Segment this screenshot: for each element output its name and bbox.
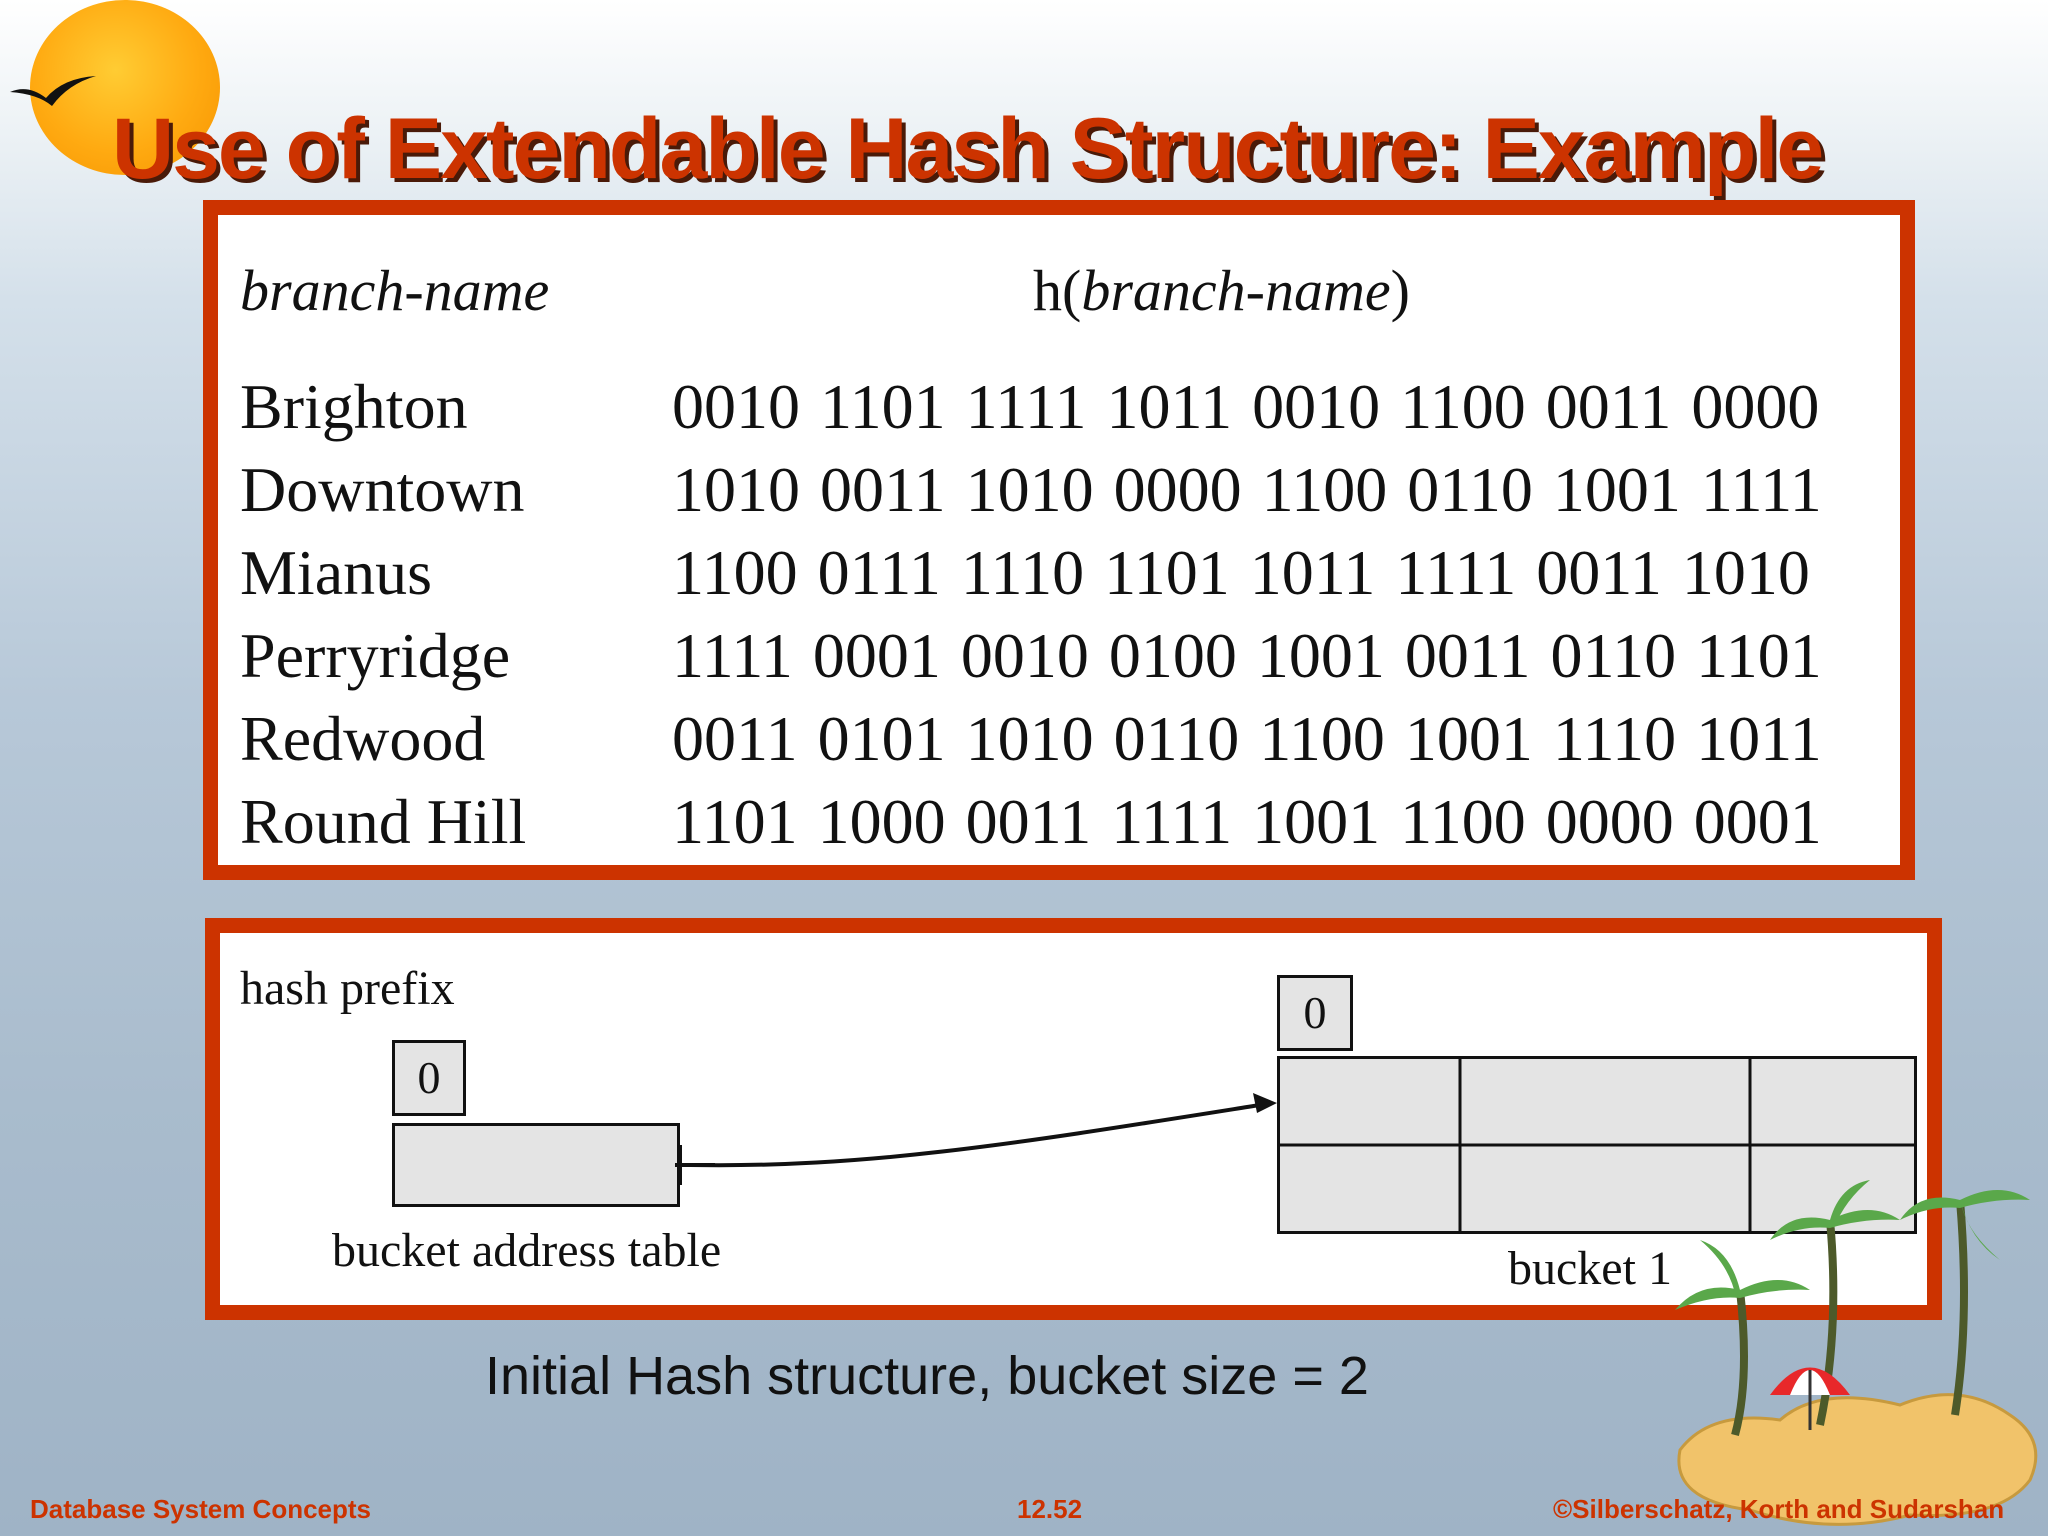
bucket-1 — [1277, 1056, 1917, 1234]
bucket-1-label: bucket 1 — [1508, 1242, 1672, 1295]
hash-function-arg: branch-name — [1081, 258, 1391, 323]
hash-value-cell: 1111 0001 0010 0100 1001 0011 0110 1101 — [672, 620, 1822, 691]
hash-prefix-label: hash prefix — [240, 962, 455, 1015]
seagull-icon — [10, 76, 96, 106]
branch-name-cell: Perryridge — [240, 620, 511, 691]
hash-value-cell: 1010 0011 1010 0000 1100 0110 1001 1111 — [672, 454, 1822, 525]
slide-title: Use of Extendable Hash Structure: Exampl… — [112, 101, 1824, 197]
hash-function-suffix: ) — [1390, 258, 1410, 323]
column-header-branch-name: branch-name — [240, 258, 550, 323]
footer-copyright: ©Silberschatz, Korth and Sudarshan — [1553, 1494, 2005, 1524]
hash-value-cell: 1101 1000 0011 1111 1001 1100 0000 0001 — [672, 786, 1822, 857]
branch-name-cell: Round Hill — [240, 786, 527, 857]
hash-function-table: branch-name h(branch-name) Brighton 0010… — [203, 200, 1915, 880]
bucket-address-table-label: bucket address table — [332, 1224, 722, 1277]
hash-value-cell: 1100 0111 1110 1101 1011 1111 0011 1010 — [672, 537, 1810, 608]
hash-structure-diagram: hash prefix 0 bucket address table 0 buc… — [205, 918, 1942, 1320]
table-prefix-box: 0 — [392, 1040, 466, 1116]
hash-value-cell: 0011 0101 1010 0110 1100 1001 1110 1011 — [672, 703, 1822, 774]
branch-name-cell: Downtown — [240, 454, 525, 525]
bucket-grid — [1280, 1059, 1914, 1231]
column-header-hash: h(branch-name) — [1033, 257, 1410, 324]
branch-name-cell: Redwood — [240, 703, 486, 774]
hash-function-prefix: h( — [1033, 258, 1082, 323]
slide-caption: Initial Hash structure, bucket size = 2 — [485, 1346, 1369, 1406]
hash-value-cell: 0010 1101 1111 1011 0010 1100 0011 0000 — [672, 371, 1820, 442]
branch-name-cell: Mianus — [240, 537, 432, 608]
bucket-prefix-box: 0 — [1277, 975, 1353, 1051]
bucket-address-table-cell — [392, 1123, 680, 1207]
footer-course-name: Database System Concepts — [30, 1494, 372, 1524]
footer-page-number: 12.52 — [1017, 1494, 1083, 1524]
palm-island-illustration — [1675, 1180, 2038, 1526]
branch-name-cell: Brighton — [240, 371, 468, 442]
